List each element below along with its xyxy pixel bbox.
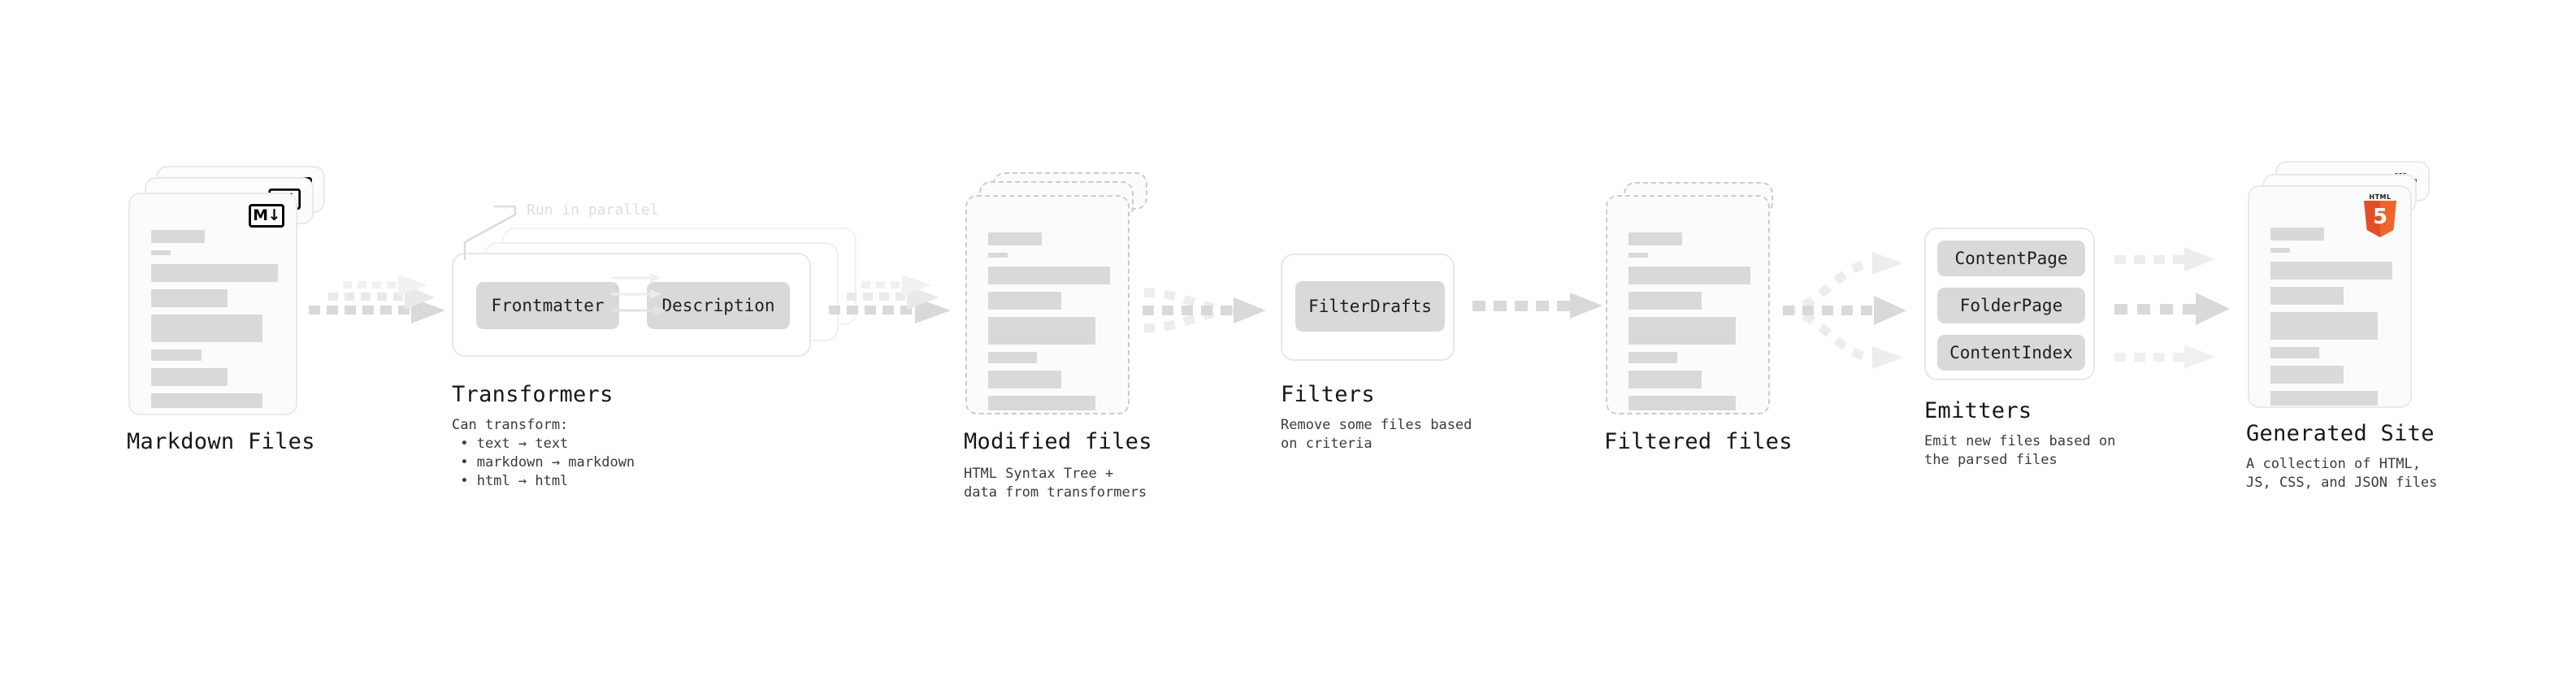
doc-bar	[151, 368, 228, 386]
doc-bar	[1628, 352, 1677, 363]
transformer-pill-description[interactable]: Description	[647, 282, 790, 329]
doc-bar	[151, 289, 228, 307]
doc-bar	[2270, 366, 2344, 384]
doc-bar	[151, 314, 263, 342]
html5-shield-icon: 5	[2364, 201, 2396, 237]
doc-bar	[988, 253, 1008, 258]
doc-bar	[1628, 317, 1736, 345]
doc-bar	[151, 264, 278, 282]
doc-bar	[988, 371, 1061, 388]
emitters-group: ContentPage FolderPage ContentIndex	[1924, 228, 2095, 380]
doc-bar	[988, 352, 1037, 363]
modified-files-title: Modified files	[964, 429, 1152, 454]
filters-title: Filters	[1281, 382, 1375, 407]
filters-group: FilterDrafts	[1281, 254, 1455, 361]
filtered-card-bars	[1628, 232, 1750, 418]
doc-bar	[2270, 248, 2290, 253]
emitter-pill-folderpage[interactable]: FolderPage	[1937, 288, 2085, 323]
arrow-filters-to-filtered	[1472, 293, 1602, 319]
arrow-markdown-to-transformers	[309, 275, 445, 323]
html5-badge: HTML 5	[2361, 193, 2399, 237]
transformer-pill-frontmatter[interactable]: Frontmatter	[476, 282, 619, 329]
arrow-emitters-to-site	[2114, 247, 2230, 369]
doc-bar	[1628, 396, 1736, 410]
doc-bar	[2270, 347, 2319, 358]
filtered-files-title: Filtered files	[1604, 429, 1793, 454]
transformers-subtitle: Can transform: • text → text • markdown …	[452, 417, 635, 489]
transformers-title: Transformers	[452, 382, 614, 407]
doc-bar	[151, 393, 263, 408]
generated-site-title: Generated Site	[2246, 421, 2435, 446]
emitters-subtitle: Emit new files based on the parsed files	[1924, 433, 2116, 468]
markdown-badge: M↓	[249, 204, 284, 228]
doc-bar	[2270, 391, 2378, 406]
generated-site-subtitle: A collection of HTML, JS, CSS, and JSON …	[2246, 456, 2438, 491]
markdown-card-front: M↓	[128, 193, 297, 415]
emitter-pill-contentpage[interactable]: ContentPage	[1937, 241, 2085, 276]
markdown-card-bars	[151, 230, 278, 415]
html5-badge-digit: 5	[2372, 205, 2388, 229]
doc-bar	[988, 232, 1042, 245]
arrow-modified-to-filters	[1143, 288, 1266, 333]
doc-bar	[988, 317, 1095, 345]
doc-bar	[2270, 262, 2392, 280]
generated-card-bars	[2270, 228, 2392, 413]
doc-bar	[151, 250, 171, 255]
transformer-group-front: Frontmatter Description	[452, 253, 811, 357]
doc-bar	[1628, 292, 1702, 310]
run-in-parallel-label: Run in parallel	[527, 202, 659, 219]
doc-bar	[2270, 287, 2344, 305]
doc-bar	[988, 292, 1061, 310]
doc-bar	[1628, 253, 1648, 258]
doc-bar	[1628, 232, 1682, 245]
html5-badge-label: HTML	[2369, 193, 2392, 201]
doc-bar	[988, 396, 1095, 410]
doc-bar	[988, 267, 1110, 284]
emitter-pill-contentindex[interactable]: ContentIndex	[1937, 335, 2085, 371]
arrow-filtered-to-emitters	[1783, 252, 1906, 369]
modified-card-front	[965, 195, 1130, 414]
filters-subtitle: Remove some files based on criteria	[1281, 417, 1472, 452]
modified-files-subtitle: HTML Syntax Tree + data from transformer…	[964, 466, 1147, 501]
doc-bar	[1628, 267, 1750, 284]
doc-bar	[151, 349, 202, 361]
doc-bar	[2270, 228, 2324, 241]
doc-bar	[2270, 312, 2378, 340]
markdown-files-title: Markdown Files	[127, 429, 315, 454]
doc-bar	[1628, 371, 1702, 388]
generated-card-front: HTML 5	[2248, 185, 2412, 408]
doc-bar	[151, 230, 205, 243]
filtered-card-front	[1606, 195, 1770, 414]
filter-pill-filterdrafts[interactable]: FilterDrafts	[1295, 281, 1445, 332]
emitters-title: Emitters	[1924, 398, 2032, 423]
modified-card-bars	[988, 232, 1110, 418]
